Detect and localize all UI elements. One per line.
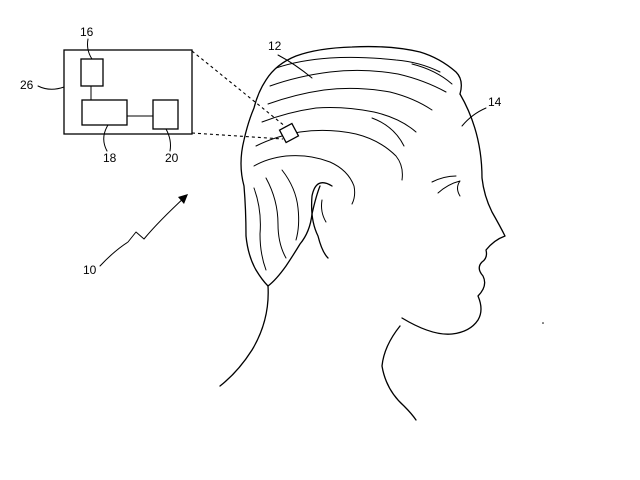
label-16: 16 bbox=[80, 25, 94, 39]
label-10: 10 bbox=[83, 263, 97, 277]
label-20: 20 bbox=[165, 151, 179, 165]
ear-inner bbox=[321, 199, 327, 223]
ear bbox=[310, 182, 333, 259]
eyebrow bbox=[431, 175, 457, 183]
hair-strand bbox=[255, 129, 403, 181]
hair-strand bbox=[253, 155, 356, 205]
block-20 bbox=[152, 99, 179, 130]
projection-line-upper bbox=[191, 50, 287, 128]
block-16 bbox=[80, 58, 104, 87]
leader-12 bbox=[277, 54, 313, 79]
label-12: 12 bbox=[268, 39, 282, 53]
eye bbox=[437, 180, 461, 197]
hair-strand bbox=[371, 117, 405, 147]
implant-device bbox=[278, 122, 300, 144]
leader-26 bbox=[37, 85, 65, 90]
hair-strand bbox=[275, 56, 441, 73]
hair-strand bbox=[267, 87, 433, 111]
leader-16 bbox=[87, 38, 93, 60]
hair-strand bbox=[265, 177, 287, 259]
leader-10-arrowhead bbox=[178, 194, 188, 204]
block-18 bbox=[81, 99, 128, 126]
label-26: 26 bbox=[20, 78, 34, 92]
leader-14 bbox=[461, 107, 487, 127]
label-18: 18 bbox=[103, 151, 117, 165]
hair-strand bbox=[253, 187, 267, 271]
stray-dot bbox=[542, 322, 544, 324]
projection-line-lower bbox=[191, 132, 284, 140]
label-14: 14 bbox=[488, 95, 502, 109]
neck-front bbox=[381, 325, 417, 421]
leader-18 bbox=[103, 124, 109, 152]
hair-strand bbox=[281, 169, 300, 241]
hair-outline bbox=[240, 45, 462, 287]
face-profile bbox=[401, 93, 506, 335]
hair-strand bbox=[411, 63, 453, 85]
leader-20 bbox=[165, 128, 171, 152]
hair bbox=[240, 45, 462, 287]
leader-10-squiggle bbox=[99, 195, 187, 267]
neck-back bbox=[219, 285, 269, 387]
hair-strand bbox=[261, 107, 417, 133]
hair-strand bbox=[269, 69, 447, 93]
detail-inset bbox=[63, 49, 193, 135]
head-drawing bbox=[219, 93, 506, 421]
